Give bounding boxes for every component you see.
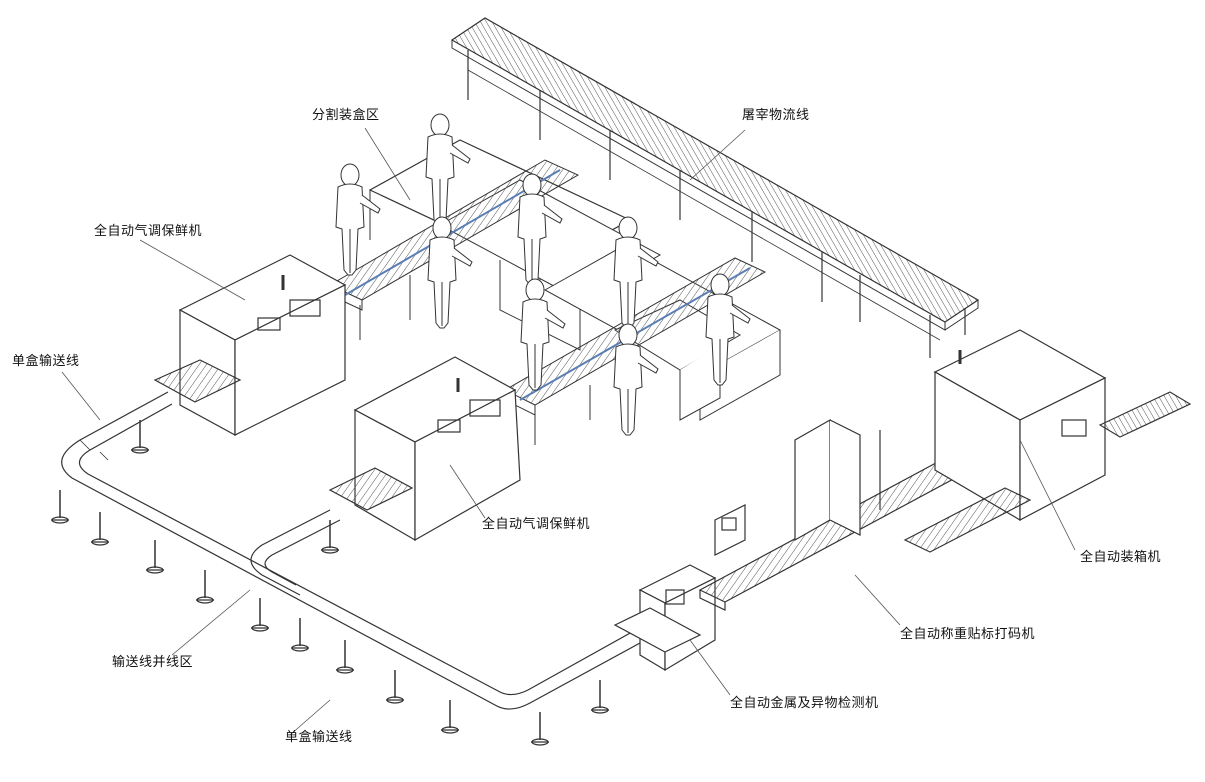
single-box-conveyor-loop [50, 391, 641, 746]
label-single-box-conveyor-1: 单盒输送线 [12, 354, 80, 369]
label-merge-zone: 输送线并线区 [112, 655, 194, 670]
slaughter-conveyor [450, 17, 980, 358]
map-machine-2 [328, 356, 521, 542]
label-single-box-conveyor-2: 单盒输送线 [285, 730, 353, 745]
map-machine-1 [153, 254, 347, 437]
metal-detector [613, 564, 717, 672]
label-slaughter-line: 屠宰物流线 [742, 108, 810, 123]
cutting-area [328, 113, 782, 445]
leader-lines [61, 127, 1076, 736]
label-map-machine-1: 全自动气调保鲜机 [94, 224, 203, 239]
auto-case-packer [903, 329, 1192, 553]
label-metal-detector: 全自动金属及异物检测机 [730, 696, 879, 711]
label-cutting-packing-area: 分割装盒区 [312, 108, 380, 123]
label-map-machine-2: 全自动气调保鲜机 [482, 517, 591, 532]
weigh-label-printer [698, 418, 987, 611]
label-auto-case-packer: 全自动装箱机 [1080, 550, 1162, 565]
label-weigh-label-printer: 全自动称重贴标打码机 [900, 627, 1036, 642]
